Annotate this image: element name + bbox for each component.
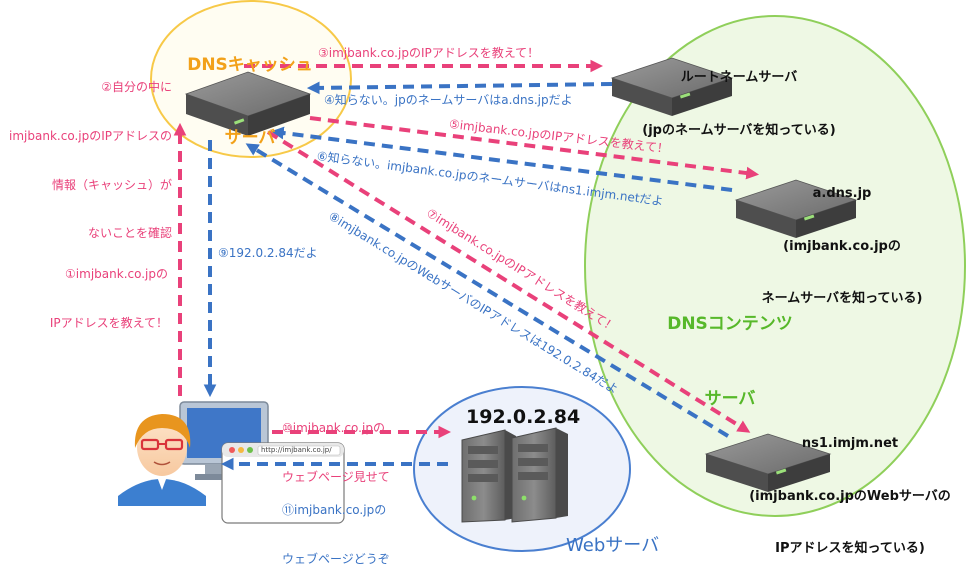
step10-label: ⑩imjbank.co.jpの ウェブページ見せて (282, 388, 390, 501)
step1-label: ①imjbank.co.jpの IPアドレスを教えて！ (2, 234, 168, 347)
a-dns-server-note-line2: ネームサーバを知っている) (761, 291, 923, 307)
step11-label: ⑪imjbank.co.jpの ウェブページどうぞ (282, 470, 390, 583)
step1-line1: ①imjbank.co.jpの (65, 267, 168, 282)
ns1-server-note-line1: (imjbank.co.jpのWebサーバの (749, 488, 951, 504)
a-dns-server-icon (734, 179, 858, 238)
content-server-title-line1: DNSコンテンツ (667, 313, 793, 334)
web-server-tower-icon (511, 427, 568, 523)
arrow-step5 (309, 116, 760, 180)
cache-server-title: DNSキャッシュ サーバ (150, 8, 350, 173)
arrow-step8 (245, 143, 730, 438)
browser-url: http://imjbank.co.jp/ (261, 446, 332, 454)
root-server-name: ルートネームサーバ (680, 70, 798, 86)
ns1-server-name: ns1.imjm.net (801, 436, 899, 452)
content-server-title-line2: サーバ (704, 388, 756, 409)
arrow-step6 (270, 126, 733, 192)
a-dns-server-label: a.dns.jp (imjbank.co.jpの ネームサーバを知っている) (742, 150, 942, 325)
step4-label: ④知らない。jpのネームサーバはa.dns.jpだよ (324, 93, 573, 107)
ns1-server-label: ns1.imjm.net (imjbank.co.jpのWebサーバの IPアド… (732, 400, 968, 575)
step10-line2: ウェブページ見せて (282, 469, 390, 484)
root-server-label: ルートネームサーバ (jpのネームサーバを知っている) (624, 34, 854, 157)
content-server-title: DNSコンテンツ サーバ (645, 267, 815, 434)
step10-line1: ⑩imjbank.co.jpの (282, 421, 385, 436)
step3-label: ③imjbank.co.jpのIPアドレスを教えて！ (318, 46, 540, 60)
web-server-tower-icon (461, 429, 516, 523)
step11-line2: ウェブページどうぞ (282, 551, 390, 566)
step2-label: ②自分の中に imjbank.co.jpのIPアドレスの 情報（キャッシュ）が … (2, 47, 172, 257)
cache-server-title-line1: DNSキャッシュ (187, 54, 313, 75)
step11-line1: ⑪imjbank.co.jpの (282, 503, 387, 518)
web-server-title: Webサーバ (566, 535, 660, 556)
step1-line2: IPアドレスを教えて！ (49, 315, 168, 330)
a-dns-server-name: a.dns.jp (812, 186, 872, 202)
step2-line4: ないことを確認 (87, 226, 172, 241)
step2-line1: ②自分の中に (101, 80, 172, 95)
step9-label: ⑨192.0.2.84だよ (218, 246, 318, 260)
arrow-step4 (306, 81, 613, 95)
arrow-step7 (266, 130, 751, 433)
web-server-ip: 192.0.2.84 (466, 406, 581, 428)
user-avatar-icon (118, 414, 206, 506)
ns1-server-icon (704, 433, 832, 492)
cache-server-title-line2: サーバ (224, 127, 276, 148)
step2-line2: imjbank.co.jpのIPアドレスの (9, 128, 172, 143)
root-server-icon (610, 57, 734, 116)
root-server-note: (jpのネームサーバを知っている) (642, 122, 836, 138)
a-dns-server-note-line1: (imjbank.co.jpの (783, 238, 901, 254)
step2-line3: 情報（キャッシュ）が (51, 177, 172, 192)
ns1-server-note-line2: IPアドレスを知っている) (775, 541, 925, 557)
